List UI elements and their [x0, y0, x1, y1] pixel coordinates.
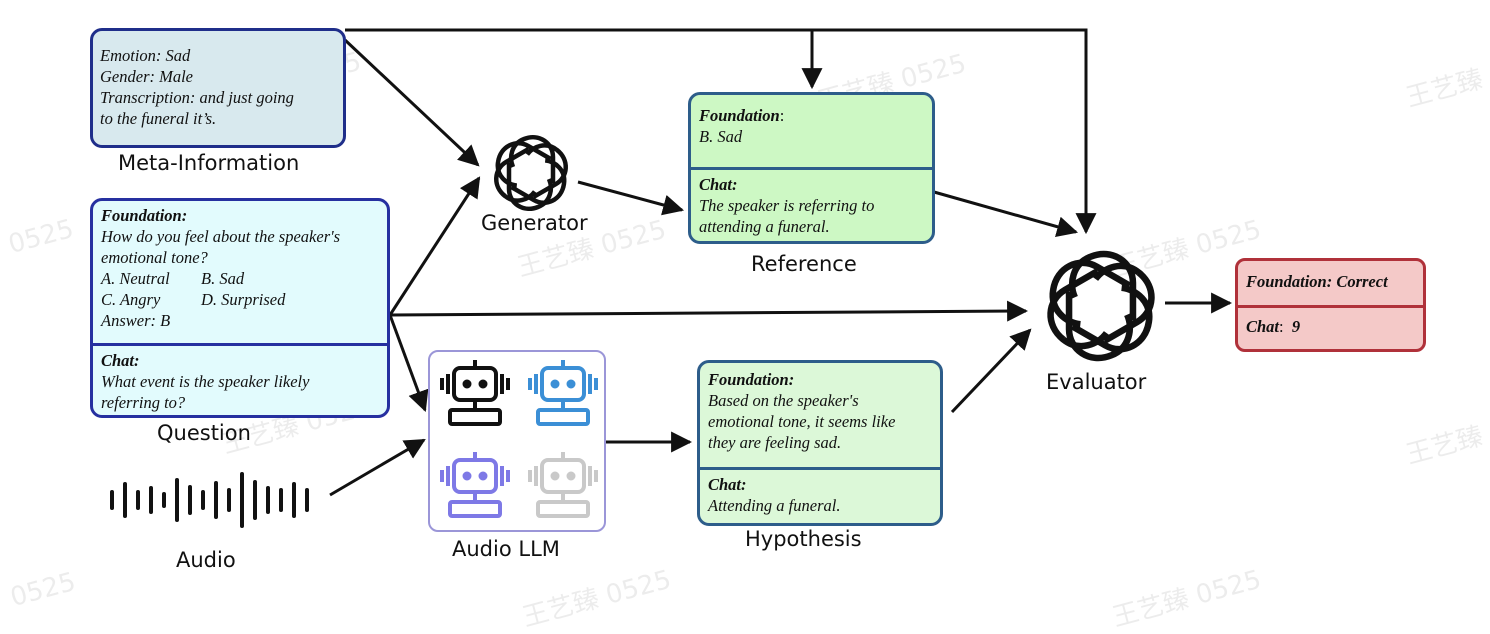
reference-box: Foundation: B. Sad Chat: The speaker is … — [688, 92, 935, 244]
hypothesis-chat-line: Attending a funeral. — [708, 496, 841, 515]
hypothesis-foundation-line: they are feeling sad. — [708, 433, 842, 452]
reference-chat-line: The speaker is referring to — [699, 196, 875, 215]
audio-caption: Audio — [176, 548, 236, 572]
arrow-hypothesis-to-evaluator — [950, 328, 1032, 414]
robot-icon — [528, 452, 598, 518]
arrow-meta-to-evaluator — [345, 28, 1097, 235]
result-chat-heading: Chat — [1246, 317, 1280, 336]
question-chat-heading: Chat: — [101, 351, 140, 370]
result-chat-colon: : — [1279, 317, 1284, 336]
option-a: A. Neutral — [101, 269, 170, 288]
question-caption: Question — [157, 421, 251, 445]
hypothesis-chat-heading: Chat: — [708, 475, 747, 494]
question-foundation-line: emotional tone? — [101, 248, 208, 267]
meta-information-box: Emotion: Sad Gender: Male Transcription:… — [90, 28, 346, 148]
question-box: Foundation: How do you feel about the sp… — [90, 198, 390, 418]
connector-arrows — [329, 28, 1233, 497]
meta-transcription: Transcription: and just going — [100, 88, 294, 107]
question-chat-line: What event is the speaker likely — [101, 372, 310, 391]
result-chat-score: 9 — [1291, 317, 1301, 336]
arrow-question-to-generator — [388, 176, 481, 316]
audio-waveform-icon — [110, 472, 309, 528]
result-foundation: Foundation: Correct — [1246, 272, 1388, 291]
hypothesis-foundation-line: Based on the speaker's — [708, 391, 859, 410]
question-answer: Answer: B — [101, 311, 171, 330]
arrow-question-to-audio-llm — [388, 314, 429, 412]
divider — [93, 343, 387, 346]
reference-caption: Reference — [751, 252, 857, 276]
option-d: D. Surprised — [201, 290, 286, 309]
hypothesis-foundation-line: emotional tone, it seems like — [708, 412, 896, 431]
question-foundation-line: How do you feel about the speaker's — [101, 227, 341, 246]
openai-logo-icon — [1047, 250, 1155, 362]
reference-foundation-colon: : — [779, 106, 785, 125]
reference-foundation-answer: B. Sad — [699, 127, 743, 146]
divider — [1238, 305, 1423, 308]
question-foundation-heading: Foundation: — [101, 206, 188, 225]
result-box: Foundation: Correct Chat: 9 — [1235, 258, 1426, 352]
meta-gender: Gender: Male — [100, 67, 194, 86]
option-c: C. Angry — [101, 290, 161, 309]
divider — [691, 167, 932, 170]
option-b: B. Sad — [201, 269, 245, 288]
reference-chat-line: attending a funeral. — [699, 217, 830, 236]
robot-icon — [528, 360, 598, 426]
robot-icon — [440, 360, 510, 426]
hypothesis-foundation-heading: Foundation: — [708, 370, 795, 389]
arrow-generator-to-reference — [577, 180, 685, 216]
openai-logo-icon — [494, 135, 568, 211]
question-chat-line: referring to? — [101, 393, 186, 412]
hypothesis-caption: Hypothesis — [745, 527, 862, 551]
robot-icon — [440, 452, 510, 518]
divider — [700, 467, 940, 470]
hypothesis-box: Foundation: Based on the speaker's emoti… — [697, 360, 943, 526]
evaluator-caption: Evaluator — [1046, 370, 1147, 394]
reference-foundation-heading: Foundation — [699, 106, 780, 125]
meta-emotion: Emotion: Sad — [100, 46, 191, 65]
meta-information-caption: Meta-Information — [118, 151, 300, 175]
generator-caption: Generator — [481, 211, 588, 235]
reference-chat-heading: Chat: — [699, 175, 738, 194]
diagram-canvas: 王艺臻 0525 王艺臻 0525 王艺臻 0525 王艺臻 0525 王艺臻 … — [5, 28, 1486, 633]
arrow-meta-to-generator — [343, 38, 480, 167]
meta-transcription-cont: to the funeral it’s. — [100, 109, 217, 128]
audio-llm-caption: Audio LLM — [452, 537, 560, 561]
arrow-question-to-evaluator — [389, 300, 1029, 322]
arrow-audio-to-audio-llm — [329, 438, 426, 497]
arrow-reference-to-evaluator — [933, 190, 1079, 237]
audio-llm-robots — [440, 360, 598, 518]
